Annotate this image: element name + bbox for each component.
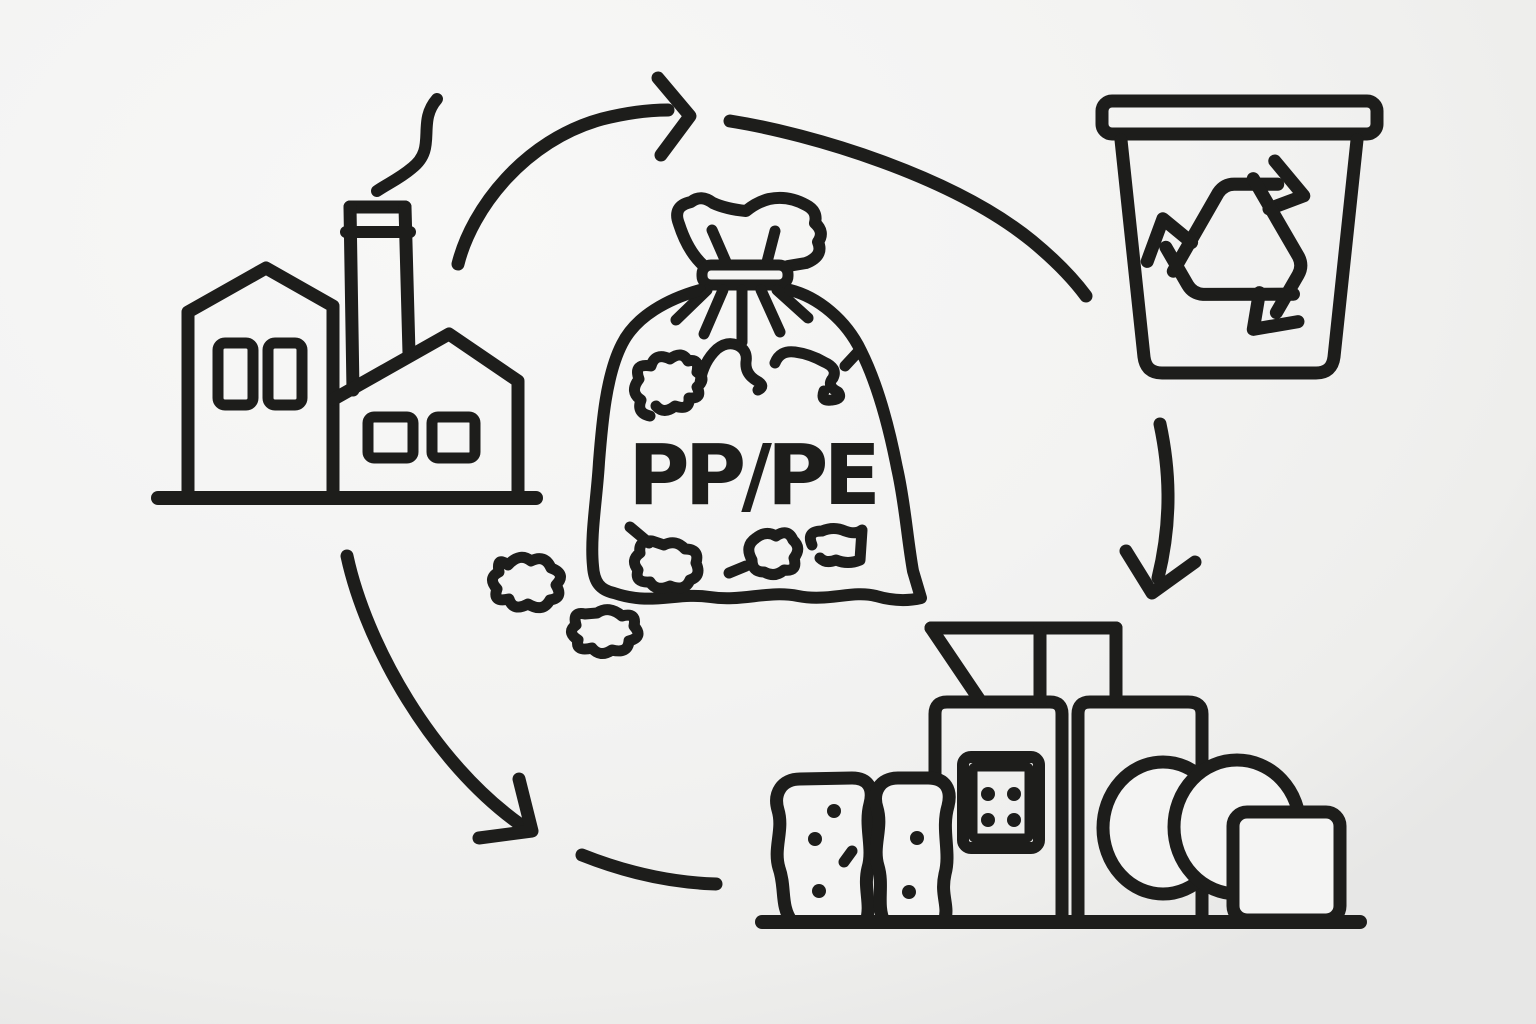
bale	[869, 771, 956, 929]
processing-machine-icon	[755, 621, 1367, 929]
recycle-symbol-icon	[1140, 154, 1311, 336]
bin-lid	[1095, 94, 1384, 141]
bales-icon	[770, 771, 956, 929]
chimney	[340, 200, 416, 397]
panel-dot	[1007, 813, 1021, 827]
arrow-bag-to-bin	[723, 114, 1093, 303]
factory-window	[212, 337, 259, 411]
arrow-segment-to-machine	[575, 848, 723, 891]
machine-body-right	[1071, 695, 1209, 929]
bag-body	[586, 284, 927, 607]
bag-tie-band	[696, 259, 794, 291]
bag-knot	[671, 191, 827, 272]
factory-window	[426, 411, 481, 464]
machine-body-left	[928, 695, 1069, 929]
bag-neck-creases	[670, 284, 814, 348]
factory-window	[262, 337, 308, 411]
arrowhead-down-right-icon	[472, 772, 539, 845]
loose-scraps-icon	[487, 551, 644, 659]
bin-body	[1114, 133, 1364, 380]
factory-left-building	[181, 261, 340, 505]
output-block	[1226, 805, 1347, 927]
factory-right-building	[327, 327, 525, 504]
panel-dot	[981, 787, 995, 801]
factory-icon	[151, 93, 543, 505]
panel-dot	[981, 813, 995, 827]
smoke-icon	[371, 93, 443, 197]
control-panel	[957, 751, 1045, 854]
arrowhead-down-icon	[1119, 544, 1202, 600]
bag-knot-crease	[761, 225, 781, 268]
plastic-scraps-icon	[624, 521, 868, 594]
bag-label: PP/PE	[628, 426, 876, 524]
cycle-arrows	[340, 71, 1202, 891]
arrowhead-right-icon	[651, 71, 697, 162]
waste-bag-icon: PP/PE	[487, 191, 927, 659]
factory-window	[362, 411, 419, 464]
panel-dot	[1007, 787, 1021, 801]
arrow-bin-to-machine	[1119, 417, 1202, 600]
bag-knot-crease	[706, 224, 732, 268]
plastic-scraps-icon	[629, 338, 864, 422]
hopper-icon	[924, 621, 1123, 709]
arrow-factory-to-machine	[340, 549, 539, 845]
arrow-factory-to-bag	[451, 71, 697, 271]
recycling-bin-icon	[1095, 94, 1384, 380]
bale	[770, 771, 878, 929]
